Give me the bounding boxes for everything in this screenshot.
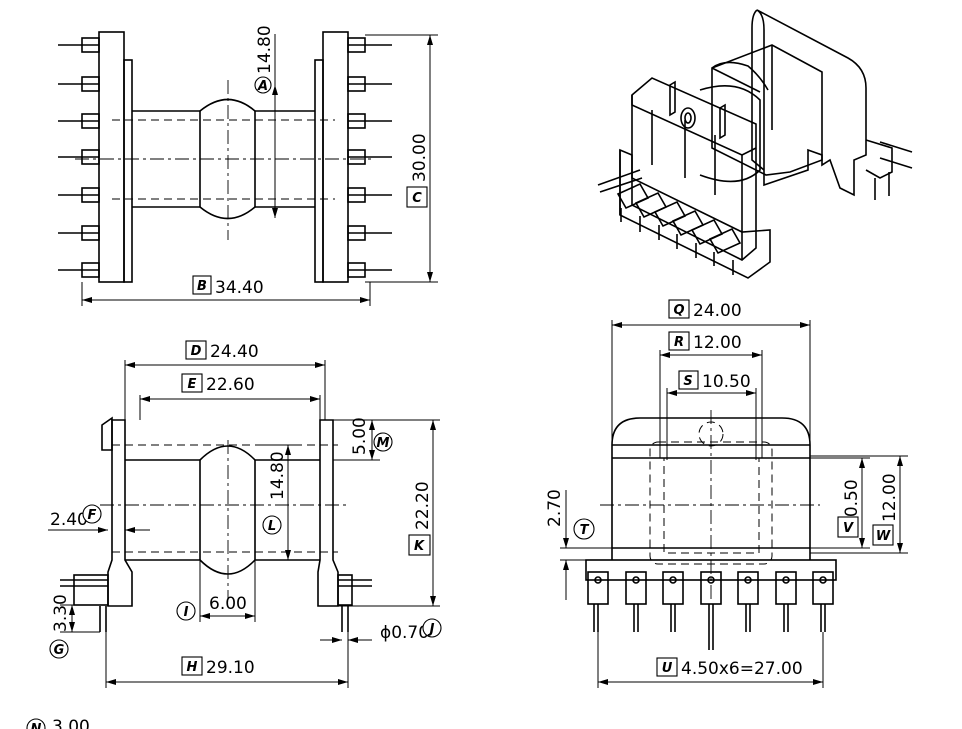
dim-s-value: 10.50 — [702, 372, 751, 392]
dim-v-value: 10.50 — [842, 479, 862, 528]
dim-r-value: 12.00 — [693, 333, 742, 353]
dim-f-value: 2.40 — [50, 510, 88, 530]
dim-g-value: 3.30 — [51, 594, 71, 632]
dim-l-letter: L — [268, 519, 276, 534]
dim-h-letter: H — [187, 660, 198, 675]
dim-m-value: 5.00 — [350, 417, 370, 455]
dim-s-letter: S — [683, 374, 692, 389]
dim-d-letter: D — [191, 344, 202, 359]
dim-q-letter: Q — [673, 303, 684, 318]
dim-j-letter: J — [427, 622, 435, 637]
dim-h-value: 29.10 — [206, 658, 255, 678]
dim-r-letter: R — [674, 335, 684, 350]
dim-t-letter: T — [580, 523, 590, 538]
side-pins — [587, 571, 834, 650]
dim-j-value: ϕ0.70 — [380, 623, 429, 643]
dim-b-letter: B — [197, 279, 207, 294]
dim-e-value: 22.60 — [206, 375, 255, 395]
dim-i-letter: I — [184, 605, 189, 620]
dim-k-value: 22.20 — [413, 481, 433, 530]
top-view: 14.80 A B 34.40 30.00 C — [58, 25, 438, 306]
dim-i-value: 6.00 — [209, 594, 247, 614]
dim-m-letter: M — [377, 436, 390, 451]
top-right-pins — [347, 37, 392, 278]
dim-c-letter: C — [412, 191, 422, 206]
dim-l-value: 14.80 — [268, 451, 288, 500]
iso-pins — [597, 169, 742, 275]
dim-w-value: 12.00 — [880, 473, 900, 522]
dim-u-letter: U — [662, 661, 673, 676]
dim-q-value: 24.00 — [693, 301, 742, 321]
dim-k-letter: K — [414, 539, 425, 554]
top-left-pins — [58, 37, 100, 278]
dim-f-letter: F — [88, 508, 97, 523]
dim-w-letter: W — [876, 529, 891, 544]
dim-d-value: 24.40 — [210, 342, 259, 362]
dim-n-letter: N — [31, 722, 42, 729]
front-view: D 24.40 E 22.60 5.00 M 14.80 L 22.20 K 2… — [26, 340, 442, 729]
dim-c-value: 30.00 — [410, 133, 430, 182]
side-view: Q 24.00 R 12.00 S 10.50 2.70 T 10.50 V — [545, 299, 908, 688]
dim-b-value: 34.40 — [215, 278, 264, 298]
dim-n-value: 3.00 — [52, 717, 90, 729]
dim-a-value: 14.80 — [255, 25, 275, 74]
isometric-view — [597, 9, 913, 279]
dim-u-value: 4.50x6=27.00 — [681, 659, 803, 679]
dim-g-letter: G — [54, 643, 65, 658]
dim-e-letter: E — [188, 377, 197, 392]
dim-t-value: 2.70 — [545, 489, 565, 527]
dim-a-letter: A — [257, 79, 268, 94]
dim-v-letter: V — [843, 521, 854, 536]
